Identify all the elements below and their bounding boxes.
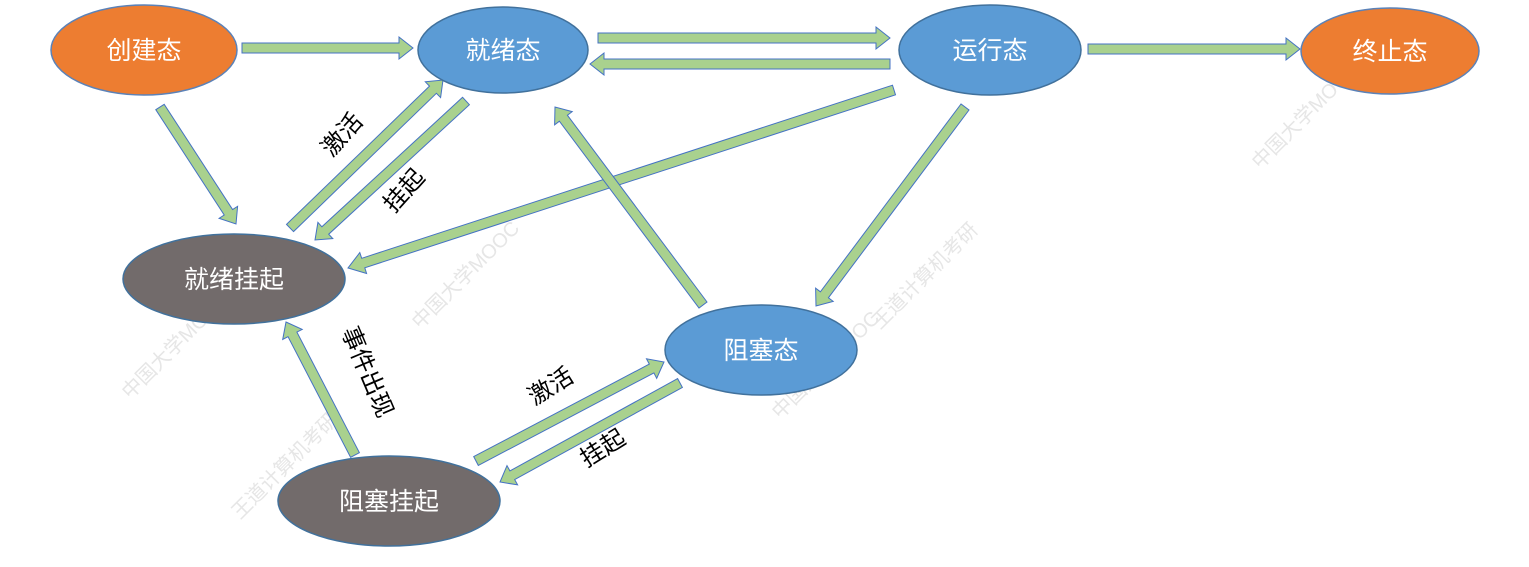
node-running [898,4,1082,96]
arrow-blocked-suspend-to-ready-suspend [282,321,361,458]
arrow-blocked-suspend-to-blocked [473,358,665,467]
transition-arrows [155,25,1301,486]
node-blocked-label: 阻塞态 [723,336,798,365]
arrow-running-to-terminated [1087,36,1301,62]
node-terminated [1300,7,1480,95]
arrow-running-to-blocked [815,103,970,307]
arrow-create-to-ready [241,35,414,61]
edge-label-event-occurs: 事件出现 [336,322,399,421]
node-create [50,4,238,96]
node-blocked-suspend-label: 阻塞挂起 [339,487,439,516]
node-running-label: 运行态 [952,36,1027,65]
node-terminated-label: 终止态 [1352,37,1427,66]
arrow-blocked-to-ready [554,106,708,309]
arrow-blocked-to-blocked-suspend [499,377,684,486]
node-blocked-suspend [277,455,501,547]
arrow-ready-to-running [597,25,891,51]
node-ready-suspend [122,233,346,325]
node-ready [417,6,589,94]
arrow-ready-to-ready-suspend [314,96,471,241]
arrow-running-to-ready-suspend [347,84,897,275]
arrow-ready-suspend-to-ready [285,79,444,233]
node-ready-suspend-label: 就绪挂起 [184,265,284,294]
node-create-label: 创建态 [106,36,181,65]
node-ready-label: 就绪态 [465,36,540,65]
arrow-create-to-ready-suspend [155,103,239,225]
node-blocked [664,304,858,396]
edge-label-activate-blocked: 激活 [523,362,579,411]
watermark-text: 王道计算机考研 [867,218,982,333]
arrow-running-to-ready [589,51,891,77]
